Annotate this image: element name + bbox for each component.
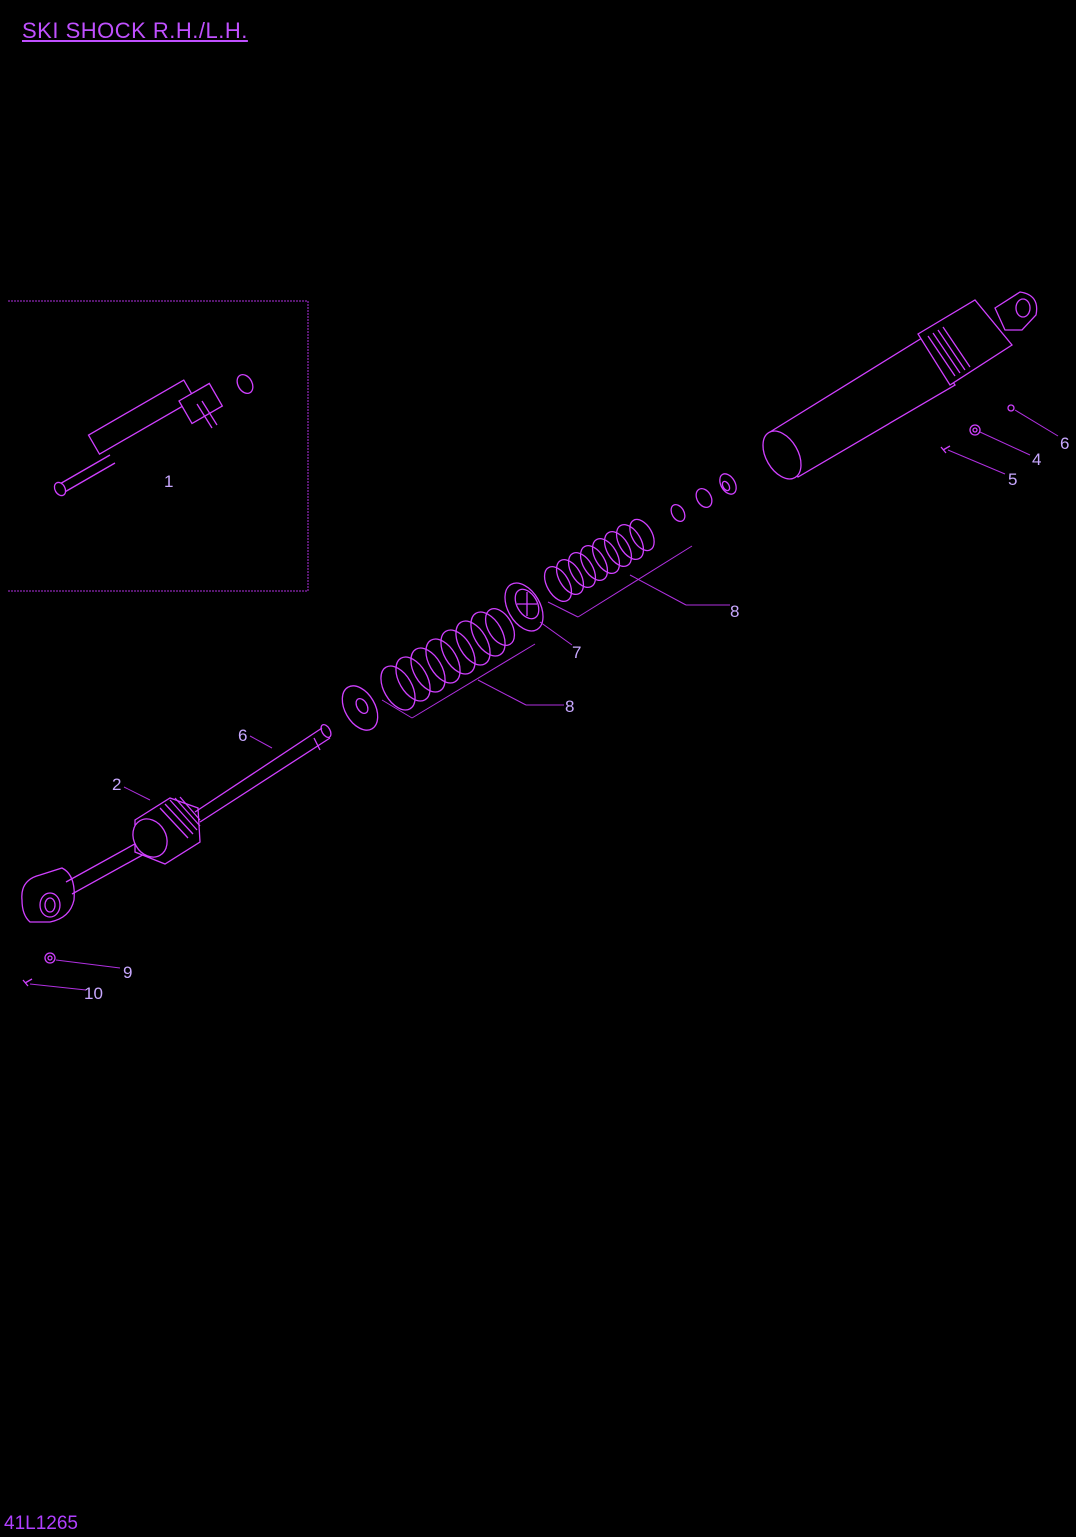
main-spring-part-8: [380, 608, 536, 719]
diagram-title: SKI SHOCK R.H./L.H.: [22, 18, 248, 43]
leader-lines: [29, 409, 1059, 991]
small-washers: [670, 473, 737, 523]
callout-6-shaft: 6: [238, 726, 247, 745]
callout-2: 2: [112, 775, 121, 794]
callout-7: 7: [572, 643, 581, 662]
upper-hardware: [940, 404, 1015, 454]
callout-8-upper: 8: [730, 602, 739, 621]
shaft-part-6: [194, 723, 332, 823]
adjuster-collar-part-2: [132, 796, 201, 865]
upper-spring-part-8: [543, 518, 693, 618]
callout-1: 1: [164, 472, 173, 491]
callout-6-upper: 6: [1060, 434, 1069, 453]
spring-spacer-part-7: [504, 582, 544, 632]
spring-seat-washer: [341, 685, 379, 731]
assembled-shock-part-1: [53, 374, 254, 497]
callout-5: 5: [1008, 470, 1017, 489]
callout-10: 10: [84, 984, 103, 1003]
rod-eye-end: [21, 829, 167, 923]
callout-4: 4: [1032, 450, 1041, 469]
assembly-inset: [8, 300, 309, 592]
drawing-number: 41L1265: [4, 1513, 78, 1534]
callout-9: 9: [123, 963, 132, 982]
shock-body: [762, 291, 1038, 480]
callout-8-lower: 8: [565, 697, 574, 716]
lower-hardware: [22, 952, 56, 987]
